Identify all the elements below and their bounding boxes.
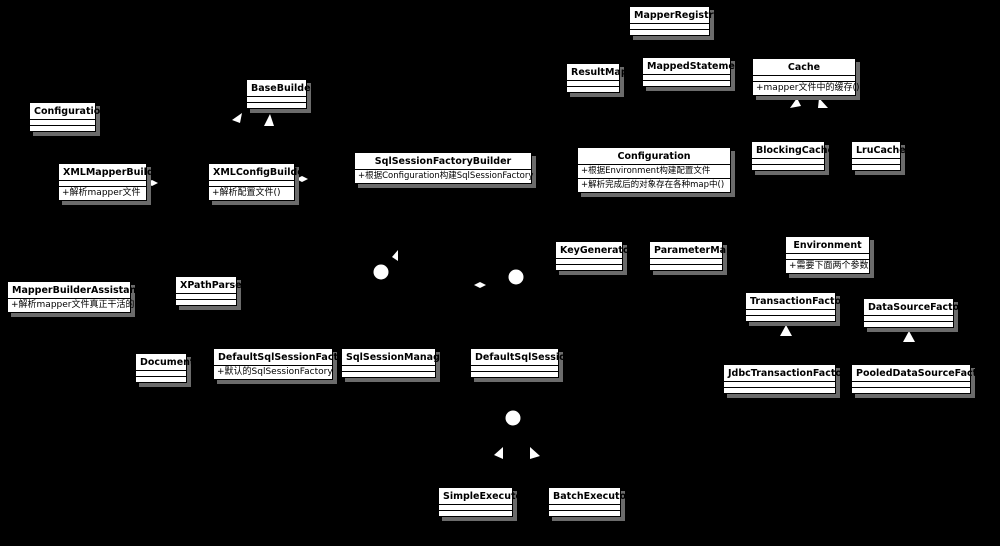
class-mapped-statement[interactable]: MappedStatement (642, 57, 747, 87)
class-name: Configuration (34, 106, 108, 117)
class-name: DefaultSqlSession (475, 352, 573, 363)
class-sql-session-manager[interactable]: SqlSessionManager (341, 348, 452, 378)
class-name: Document (140, 357, 195, 368)
inheritance-arrowhead (494, 447, 503, 459)
class-datasource-factory[interactable]: DataSourceFactory (863, 298, 971, 328)
class-result-map[interactable]: ResultMap (566, 63, 628, 93)
class-configuration-main[interactable]: Configuration +根据Environment构建配置文件 +解析完成… (577, 147, 731, 193)
class-name: Environment (793, 240, 862, 251)
class-name: ParameterMap (654, 245, 733, 256)
class-cache[interactable]: Cache +mapper文件中的缓存() (752, 58, 860, 96)
inheritance-arrowhead (790, 98, 801, 108)
class-simple-executor[interactable]: SimpleExecutor (438, 487, 527, 517)
class-name: TransactionFactory (750, 296, 852, 307)
class-operation: +默认的SqlSessionFactory (214, 365, 333, 379)
aggregation-diamond (474, 282, 486, 288)
inheritance-arrowhead (264, 114, 274, 126)
class-jdbc-transaction-factory[interactable]: JdbcTransactionFactory (723, 364, 853, 394)
class-base-builder[interactable]: BaseBuilder (246, 79, 316, 109)
class-default-sql-session-factory[interactable]: DefaultSqlSessionFactory +默认的SqlSessionF… (213, 348, 356, 380)
class-name: XMLMapperBuilder (63, 167, 165, 178)
class-name: JdbcTransactionFactory (728, 368, 853, 379)
class-name: SqlSessionManager (346, 352, 452, 363)
class-operation: +mapper文件中的缓存() (753, 81, 860, 95)
class-operation: +解析配置文件() (209, 186, 294, 200)
class-name: XMLConfigBuilder (213, 167, 309, 178)
class-mapper-builder-assistant[interactable]: MapperBuilderAssistant +解析mapper文件真正干活的 (7, 281, 141, 313)
class-xml-mapper-builder[interactable]: XMLMapperBuilder +解析mapper文件 (58, 163, 165, 201)
class-name: Configuration (617, 151, 691, 162)
aggregation-diamond (392, 250, 398, 261)
class-operation: +解析完成后的对象存在各种map中() (581, 180, 725, 190)
interface-lollipop (505, 410, 521, 426)
inheritance-arrowhead (780, 325, 792, 336)
inheritance-arrowhead (903, 331, 915, 342)
class-operation: +解析mapper文件真正干活的 (8, 298, 135, 312)
class-name: BlockingCache (756, 145, 835, 156)
class-name: DataSourceFactory (868, 302, 971, 313)
inheritance-arrowhead (818, 98, 828, 108)
class-parameter-map[interactable]: ParameterMap (649, 241, 733, 271)
aggregation-diamond (146, 180, 158, 186)
class-name: SimpleExecutor (443, 491, 527, 502)
class-name: PooledDataSourceFactory (856, 368, 995, 379)
class-name: ResultMap (571, 67, 628, 78)
class-name: BaseBuilder (251, 83, 316, 94)
class-name: MapperRegistry (634, 10, 720, 21)
class-name: LruCache (856, 145, 906, 156)
class-pooled-datasource-factory[interactable]: PooledDataSourceFactory (851, 364, 995, 394)
class-lru-cache[interactable]: LruCache (851, 141, 906, 171)
class-operation: +根据Configuration构建SqlSessionFactory (355, 169, 533, 183)
class-name: DefaultSqlSessionFactory (218, 352, 356, 363)
class-name: XPathParser (180, 280, 247, 291)
inheritance-arrowhead (232, 113, 242, 123)
class-operation: +需要下面两个参数 (786, 259, 869, 273)
interface-lollipop (373, 264, 389, 280)
inheritance-arrowhead (530, 447, 540, 459)
class-name: KeyGenerator (560, 245, 635, 256)
class-xml-config-builder[interactable]: XMLConfigBuilder +解析配置文件() (208, 163, 309, 201)
class-xpath-parser[interactable]: XPathParser (175, 276, 247, 306)
class-name: MappedStatement (647, 61, 747, 72)
class-sql-session-factory-builder[interactable]: SqlSessionFactoryBuilder +根据Configuratio… (354, 152, 533, 184)
class-operation: +解析mapper文件 (59, 186, 146, 200)
class-mapper-registry[interactable]: MapperRegistry (629, 6, 720, 36)
class-batch-executor[interactable]: BatchExecutor (548, 487, 631, 517)
class-configuration-left[interactable]: Configuration (29, 102, 108, 132)
class-name: BatchExecutor (553, 491, 631, 502)
class-default-sql-session[interactable]: DefaultSqlSession (470, 348, 573, 378)
class-name: SqlSessionFactoryBuilder (374, 156, 512, 167)
class-environment[interactable]: Environment +需要下面两个参数 (785, 236, 870, 274)
class-document[interactable]: Document (135, 353, 195, 383)
class-name: Cache (787, 62, 821, 73)
class-blocking-cache[interactable]: BlockingCache (751, 141, 835, 171)
interface-lollipop (508, 269, 524, 285)
class-transaction-factory[interactable]: TransactionFactory (745, 292, 852, 322)
class-operation: +根据Environment构建配置文件 (578, 164, 730, 179)
class-name: MapperBuilderAssistant (12, 285, 141, 296)
class-key-generator[interactable]: KeyGenerator (555, 241, 635, 271)
